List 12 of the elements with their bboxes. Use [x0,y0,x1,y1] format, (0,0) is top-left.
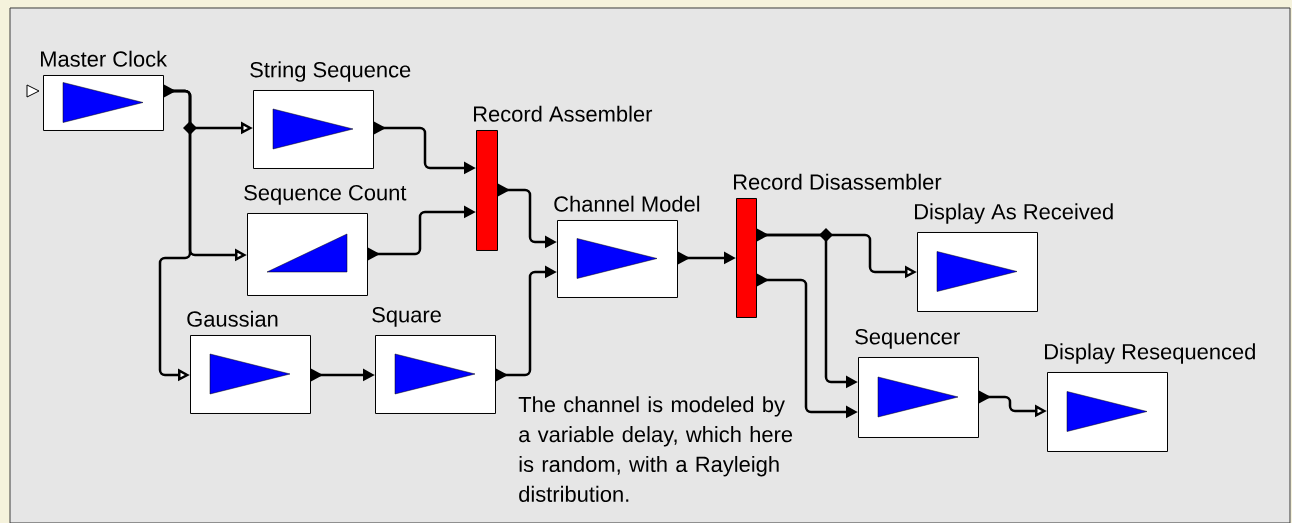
block-name: Master Clock [41,50,168,67]
block-name: Square [372,306,441,327]
block-name: Channel Model [554,195,700,212]
block-name: Display Resequenced [1045,343,1255,364]
block-name: Gaussian [187,310,278,327]
note-text: The channel is modeled by a variable delay, which here is random, with a Rayleigh distribution. [518,396,793,502]
block-name: Display As Received [915,203,1113,224]
block-name: Record Assembler [474,105,653,122]
block-name: Sequencer [855,328,960,349]
block-name: String Sequence [250,61,411,82]
block-name: Record Disassembler [734,173,942,190]
block-name: Sequence Count [244,184,407,205]
